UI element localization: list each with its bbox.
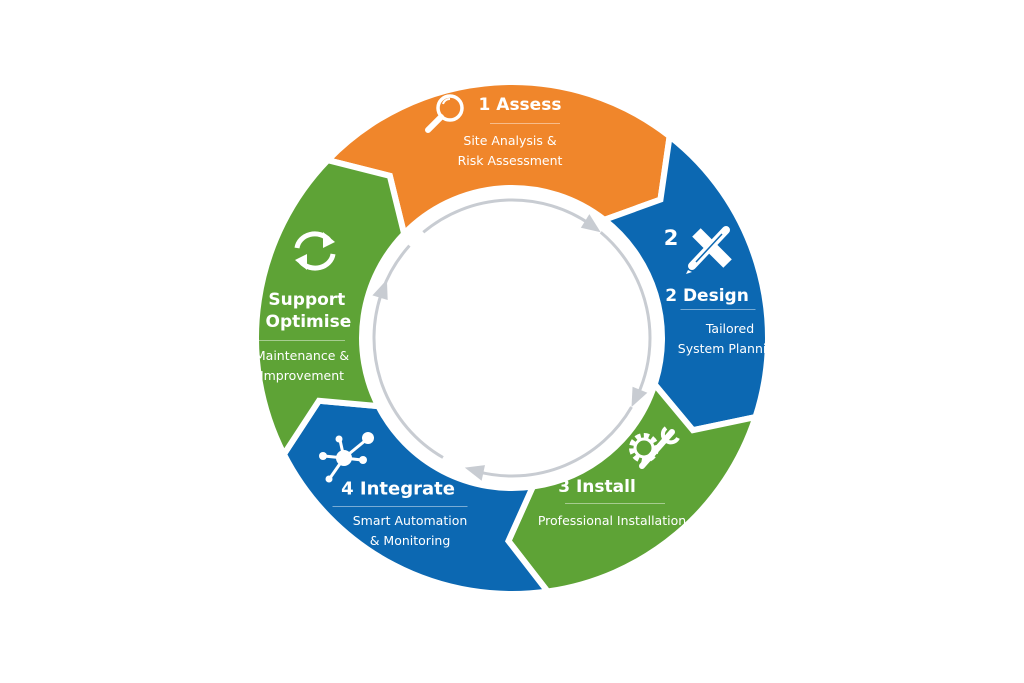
cycle-arrow [372, 290, 444, 459]
step-4-divider [332, 506, 468, 507]
cycle-arrowhead [580, 214, 601, 233]
step-5-subtitle-line: Maintenance & [254, 348, 350, 363]
step-4-subtitle-line: Smart Automation [352, 513, 468, 528]
step-2-divider [680, 309, 756, 310]
step-5-title-line: 5 Support [250, 290, 346, 310]
step-1-title: 1 Assess [478, 95, 562, 115]
step-4-title: 4 Integrate [341, 478, 455, 500]
gear-wrench-icon [629, 426, 680, 469]
cycle-arrow [599, 231, 652, 397]
step-5-subtitle: Maintenance & Improvement [255, 346, 349, 386]
step-5-subtitle-line: Improvement [259, 368, 345, 383]
step-4-subtitle: Smart Automation & Monitoring [353, 511, 468, 551]
step-3-subtitle-line: Professional Installation [537, 513, 687, 528]
step-1-subtitle-line: Risk Assessment [457, 153, 563, 168]
segment-step-1 [322, 79, 673, 240]
step-5-divider [255, 340, 345, 341]
cycle-arrow [475, 406, 633, 478]
step-5-title-line: & Optimise [244, 312, 352, 332]
step-3-divider [565, 503, 665, 504]
step-5-title: 5 Support & Optimise [245, 289, 352, 333]
step-2-subtitle-line: Tailored [705, 321, 755, 336]
network-nodes-icon [319, 432, 374, 483]
segment-step-5 [253, 156, 408, 461]
cycle-arrowhead [631, 386, 648, 407]
pencil-ruler-icon [686, 226, 732, 274]
step-1-divider [490, 123, 560, 124]
cycle-arrow [380, 244, 411, 292]
step-2-title: 2 Design [665, 286, 749, 306]
step-1-subtitle: Site Analysis & Risk Assessment [458, 131, 563, 171]
step-3-title: 3 Install [558, 477, 636, 497]
magnifier-icon [425, 94, 464, 133]
step-2-subtitle: Tailored System Planning [678, 319, 782, 359]
step-4-subtitle-line: & Monitoring [369, 533, 451, 548]
step-2-subtitle-line: System Planning [677, 341, 783, 356]
step-1-subtitle-line: Site Analysis & [463, 133, 557, 148]
refresh-cycle-icon [294, 231, 336, 271]
step-3-subtitle: Professional Installation [538, 511, 686, 531]
cycle-arrow [422, 198, 593, 234]
step-2-number: 2 [663, 226, 679, 250]
cycle-arrowhead [464, 465, 485, 481]
